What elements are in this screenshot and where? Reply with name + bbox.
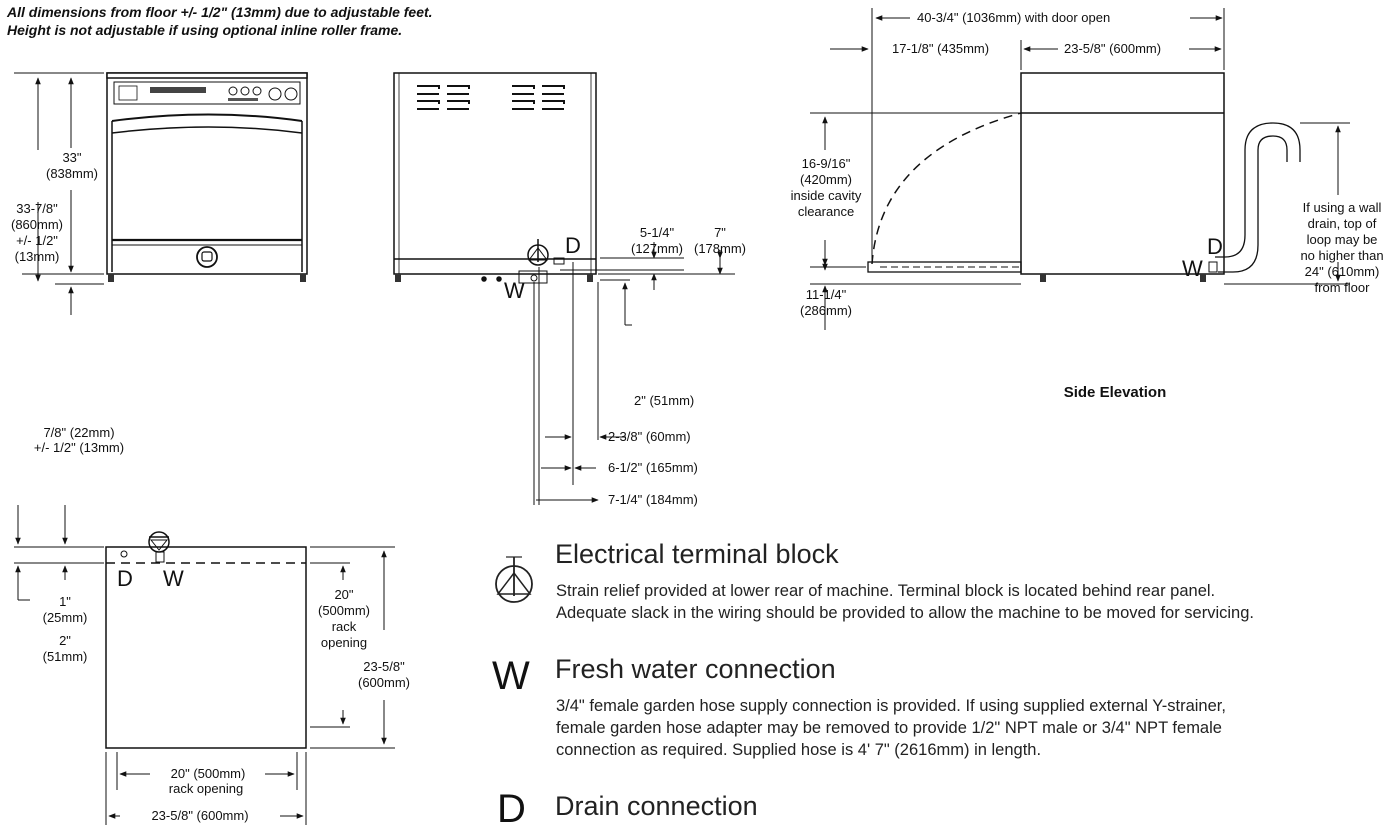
legend-water-desc: 3/4" female garden hose supply connectio…	[556, 695, 1226, 761]
legend-water-desc-3: connection as required. Supplied hose is…	[556, 741, 1042, 759]
top-rack-l1: rack	[332, 619, 357, 634]
front-dim-total-tol-mm: (13mm)	[15, 249, 60, 264]
side-cavity-in: 16-9/16"	[802, 156, 851, 171]
side-dims	[810, 8, 1350, 330]
top-dim2-in: 2"	[59, 633, 71, 648]
side-dim-door: 17-1/8" (435mm)	[892, 41, 989, 56]
top-dim2-mm: (51mm)	[43, 649, 88, 664]
header-note-line1: All dimensions from floor +/- 1/2" (13mm…	[6, 4, 433, 20]
legend-water-desc-2: female garden hose adapter may be remove…	[556, 719, 1222, 737]
side-wall-note-2: drain, top of	[1308, 216, 1377, 231]
front-dim-total-mm: (860mm)	[11, 217, 63, 232]
rear-dim6: 7-1/4" (184mm)	[608, 492, 698, 507]
rear-dim3: 2" (51mm)	[634, 393, 694, 408]
top-width: 23-5/8" (600mm)	[151, 808, 248, 823]
top-rack-mm: (500mm)	[318, 603, 370, 618]
side-wall-note-3: loop may be	[1307, 232, 1378, 247]
top-width-rack: 20" (500mm)	[171, 766, 246, 781]
front-dims	[14, 72, 104, 315]
rear-dim5: 6-1/2" (165mm)	[608, 460, 698, 475]
front-dim-33-mm: (838mm)	[46, 166, 98, 181]
side-dim-depth: 23-5/8" (600mm)	[1064, 41, 1161, 56]
top-drain-label: D	[117, 566, 133, 591]
side-cavity-l2: clearance	[798, 204, 854, 219]
top-depth-mm: (600mm)	[358, 675, 410, 690]
side-water-label: W	[1182, 256, 1203, 281]
header-note-line2: Height is not adjustable if using option…	[7, 22, 402, 38]
side-wall-note-5: 24" (610mm)	[1305, 264, 1380, 279]
legend-water-icon: W	[492, 654, 530, 698]
top-dim1-in: 1"	[59, 594, 71, 609]
legend-electrical-icon	[495, 556, 533, 603]
side-wall-note-4: no higher than	[1300, 248, 1383, 263]
front-dim-feet: 7/8" (22mm)	[43, 425, 114, 440]
front-dim-feet-tol: +/- 1/2" (13mm)	[34, 440, 124, 455]
top-depth-in: 23-5/8"	[363, 659, 405, 674]
top-dim1-mm: (25mm)	[43, 610, 88, 625]
side-elevation-caption: Side Elevation	[1064, 384, 1167, 401]
top-dims	[14, 505, 395, 825]
top-view	[105, 531, 307, 749]
legend-electrical-desc: Strain relief provided at lower rear of …	[556, 580, 1254, 624]
rear-dim1-mm: (127mm)	[631, 241, 683, 256]
rear-dims	[533, 242, 735, 505]
side-cavity-l1: inside cavity	[791, 188, 862, 203]
legend-drain-icon: D	[497, 787, 526, 825]
side-view	[867, 72, 1301, 282]
top-water-label: W	[163, 566, 184, 591]
top-rack-in: 20"	[334, 587, 353, 602]
rear-dim1-in: 5-1/4"	[640, 225, 675, 240]
rear-dim2-in: 7"	[714, 225, 726, 240]
front-dim-total-in: 33-7/8"	[16, 201, 58, 216]
side-base-mm: (286mm)	[800, 303, 852, 318]
top-rack-l2: opening	[321, 635, 367, 650]
legend-electrical-desc-2: Adequate slack in the wiring should be p…	[556, 604, 1254, 622]
side-wall-note-6: from floor	[1315, 280, 1371, 295]
rear-drain-label: D	[565, 233, 581, 258]
rear-dim4: 2-3/8" (60mm)	[608, 429, 691, 444]
front-dim-total-tol: +/- 1/2"	[16, 233, 58, 248]
front-dim-33-in: 33"	[62, 150, 81, 165]
top-width-rack-label: rack opening	[169, 781, 243, 796]
side-wall-note-1: If using a wall	[1303, 200, 1382, 215]
rear-view	[393, 72, 597, 284]
legend-drain-title: Drain connection	[555, 791, 758, 821]
legend-water-title: Fresh water connection	[555, 654, 836, 684]
side-cavity-mm: (420mm)	[800, 172, 852, 187]
side-dim-overall: 40-3/4" (1036mm) with door open	[917, 10, 1110, 25]
legend-water-desc-1: 3/4" female garden hose supply connectio…	[556, 697, 1226, 715]
front-view	[106, 72, 308, 282]
legend-electrical-title: Electrical terminal block	[555, 539, 839, 569]
rear-dim2-mm: (178mm)	[694, 241, 746, 256]
side-drain-label: D	[1207, 234, 1223, 259]
legend-electrical-desc-1: Strain relief provided at lower rear of …	[556, 582, 1216, 600]
side-base-in: 11-1/4"	[806, 287, 847, 302]
rear-water-label: W	[504, 278, 525, 303]
